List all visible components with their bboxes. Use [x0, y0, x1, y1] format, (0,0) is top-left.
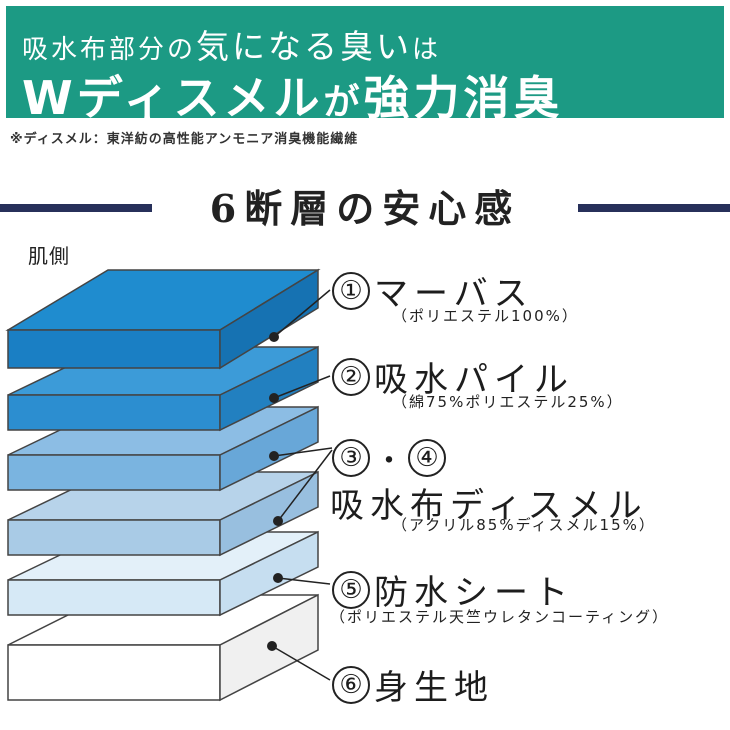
headline-text-f: 強力消臭 — [363, 71, 564, 125]
headline-text-e: が — [323, 82, 364, 123]
layer-3-4-separator: ・ — [374, 444, 404, 479]
layer-1-name: マーバス — [374, 274, 534, 314]
leader-line-2 — [269, 375, 331, 403]
layer-1-number: ① — [332, 271, 370, 310]
layer-1-slab — [5, 268, 321, 370]
section-heading: 6断層の安心感 — [209, 186, 521, 231]
leader-line-1 — [269, 289, 331, 342]
headline-text-d: Wディスメル — [22, 71, 324, 125]
layer-3-4-name-row: 吸水布ディスメル — [330, 478, 648, 527]
layer-5-material: （ポリエステル天竺ウレタンコーティング） — [330, 608, 670, 626]
layer-2-material: （綿75%ポリエステル25%） — [392, 393, 624, 411]
headline-text-c: は — [412, 35, 442, 65]
heading-rule-right — [578, 204, 730, 212]
layer-2-number: ② — [332, 357, 370, 396]
layer-5-number: ⑤ — [332, 570, 370, 609]
headline-banner: 吸水布部分の気になる臭いは Wディスメルが強力消臭 — [6, 6, 724, 125]
layer-3-4-label: ③・④ — [332, 436, 446, 480]
layer-4-number: ④ — [408, 439, 446, 477]
layer-5-name: 防水シート — [374, 573, 574, 613]
layer-3-4-name: 吸水布ディスメル — [330, 486, 648, 526]
footnote: ※ディスメル：東洋紡の高性能アンモニア消臭機能繊維 — [10, 132, 359, 147]
headline-text-b: 気になる臭い — [196, 27, 413, 66]
layer-3-number: ③ — [332, 439, 370, 477]
layer-6-name: 身生地 — [374, 668, 494, 708]
heading-rule-left — [0, 204, 152, 212]
layer-3-4-material: （アクリル85%ディスメル15%） — [392, 516, 656, 534]
leader-line-4 — [273, 449, 333, 526]
leader-line-5 — [273, 573, 331, 585]
leader-line-6 — [267, 641, 331, 681]
headline-line-1: 吸水布部分の気になる臭いは — [22, 20, 441, 68]
leader-line-3 — [269, 447, 333, 461]
headline-text-a: 吸水布部分の — [22, 35, 197, 65]
skin-side-label: 肌側 — [28, 244, 70, 268]
layer-6-number: ⑥ — [332, 665, 370, 704]
headline-line-2: Wディスメルが強力消臭 — [22, 62, 564, 128]
layer-1-material: （ポリエステル100%） — [392, 307, 579, 325]
layer-2-name: 吸水パイル — [374, 360, 574, 400]
